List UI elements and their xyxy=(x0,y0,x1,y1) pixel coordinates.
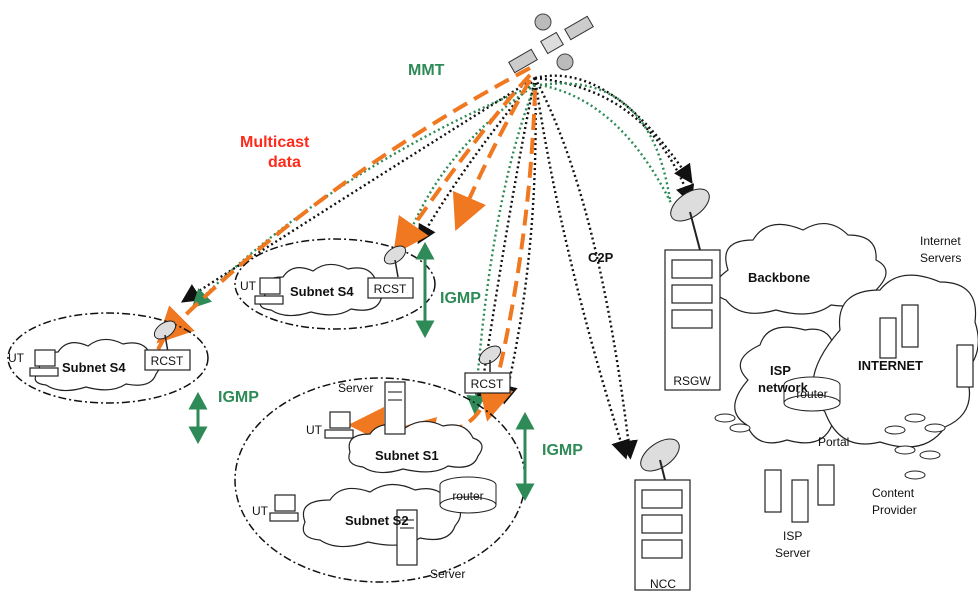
subnet-s1-label: Subnet S1 xyxy=(375,448,439,463)
subnet-s4-top-label: Subnet S4 xyxy=(290,284,354,299)
rcst-label: RCST xyxy=(471,377,504,391)
backbone-cloud xyxy=(713,223,887,315)
ut-computer-s1-icon xyxy=(324,411,354,439)
rcst-box-s1: RCST xyxy=(464,372,511,394)
ncc-label: NCC xyxy=(650,577,676,591)
ut-label: UT xyxy=(252,504,269,518)
isp-server-label-line1: ISP xyxy=(783,529,802,543)
rcst-label: RCST xyxy=(374,282,407,296)
isp-server-label-line2: Server xyxy=(775,546,810,560)
router-s1-icon: router xyxy=(439,476,497,514)
internet-servers-label-line2: Servers xyxy=(920,251,961,265)
isp-server-icon xyxy=(764,464,835,523)
rcst-box-top: RCST xyxy=(367,277,414,299)
isp-network-label-line1: ISP xyxy=(770,363,791,378)
rsgw-label: RSGW xyxy=(673,374,711,388)
content-provider-label-line2: Provider xyxy=(872,503,917,517)
satellite-icon xyxy=(508,13,594,74)
server-label: Server xyxy=(338,381,373,395)
content-provider-label-line1: Content xyxy=(872,486,915,500)
isp-network-label-line2: network xyxy=(758,380,809,395)
server-label: Server xyxy=(430,567,465,581)
rcst-dish-s1-icon xyxy=(478,345,502,372)
mmt-links xyxy=(191,82,674,415)
subnet-s1-cloud xyxy=(348,420,483,474)
mmt-label: MMT xyxy=(408,62,445,79)
igmp-arrow-top xyxy=(415,241,435,339)
content-provider-icon xyxy=(884,413,946,480)
multicast-label-line2: data xyxy=(268,154,301,171)
router-label: router xyxy=(452,489,483,503)
server-s2-icon xyxy=(396,509,418,566)
ncc-terminal: NCC xyxy=(634,479,691,591)
rcst-dish-left-icon xyxy=(153,320,177,353)
rsgw-terminal: RSGW xyxy=(664,249,721,391)
internet-servers-label-line1: Internet xyxy=(920,234,961,248)
subnet-s2-label: Subnet S2 xyxy=(345,513,409,528)
router-label: router xyxy=(796,387,827,401)
isp-storage-icon xyxy=(714,413,751,433)
subnet-area-top xyxy=(234,238,436,330)
c2p-links xyxy=(180,74,695,460)
ut-computer-top-icon xyxy=(254,277,284,305)
server-s1-icon xyxy=(384,381,406,435)
ut-label: UT xyxy=(8,351,25,365)
c2p-label: C2P xyxy=(588,250,614,265)
igmp-label: IGMP xyxy=(542,442,583,459)
ut-label: UT xyxy=(306,423,323,437)
ncc-dish-icon xyxy=(640,438,680,481)
backbone-label: Backbone xyxy=(748,270,810,285)
ut-computer-s2-icon xyxy=(269,494,299,522)
portal-label: Portal xyxy=(818,435,849,449)
igmp-label: IGMP xyxy=(218,389,259,406)
rcst-label: RCST xyxy=(151,354,184,368)
igmp-arrow-left xyxy=(188,391,208,445)
ut-label: UT xyxy=(240,279,257,293)
rcst-box-left: RCST xyxy=(144,349,191,371)
igmp-arrow-s1 xyxy=(515,411,535,502)
backbone-router-icon: router xyxy=(783,376,841,412)
subnet-s4-left-label: Subnet S4 xyxy=(62,360,126,375)
internet-label: INTERNET xyxy=(858,358,923,373)
multicast-label-line1: Multicast xyxy=(240,134,310,151)
rcst-dish-top-icon xyxy=(383,245,407,278)
igmp-label: IGMP xyxy=(440,290,481,307)
subnet-area-left xyxy=(7,312,209,404)
internet-server-icon xyxy=(879,304,974,388)
rsgw-dish-icon xyxy=(670,188,710,251)
ut-computer-left-icon xyxy=(29,349,59,377)
